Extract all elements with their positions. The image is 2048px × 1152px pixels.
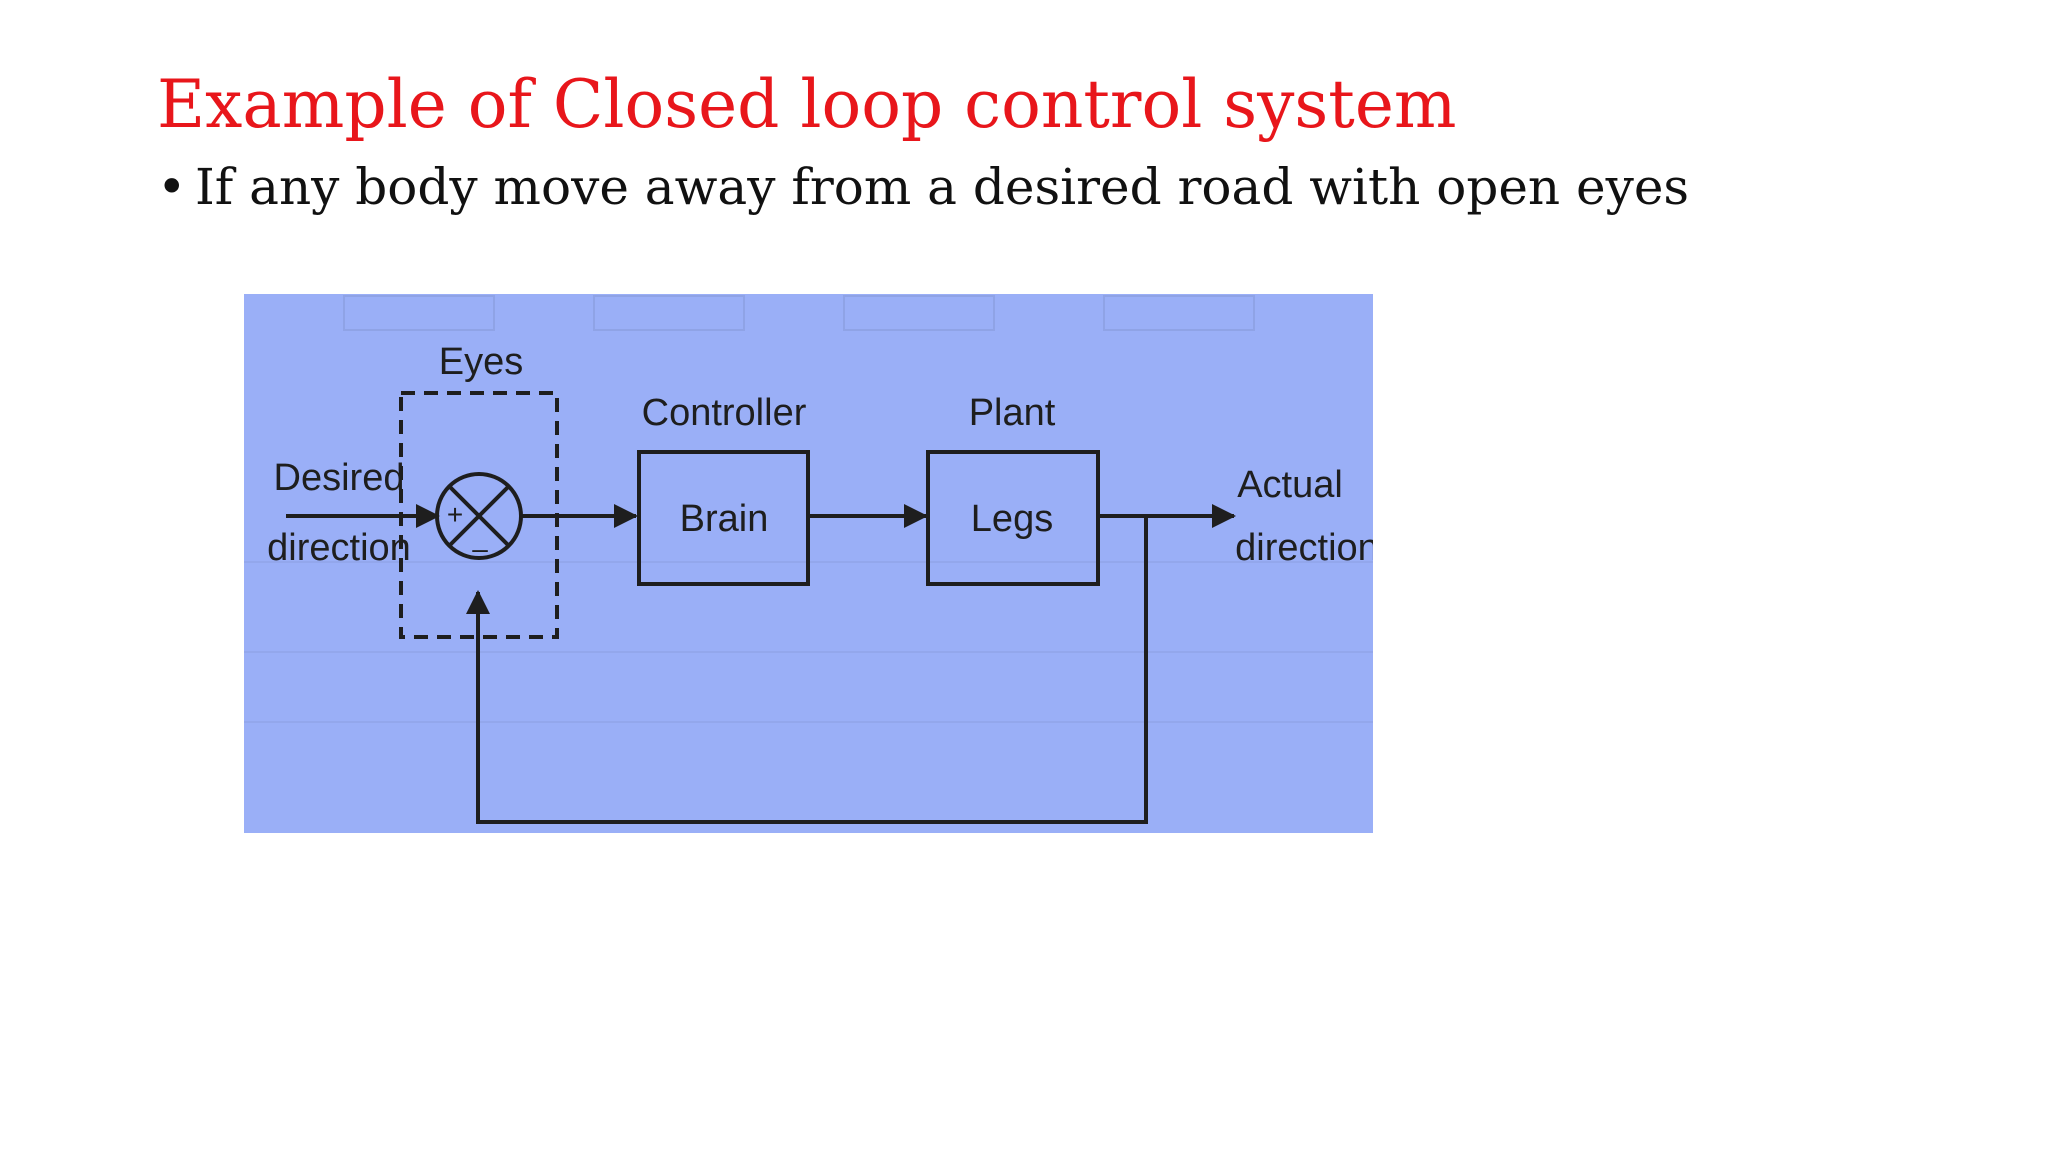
bullet-marker: •: [157, 158, 187, 216]
plant-block-label: Legs: [971, 498, 1053, 540]
bullet-text: If any body move away from a desired roa…: [195, 158, 1690, 216]
bullet-item: •If any body move away from a desired ro…: [157, 150, 1689, 224]
controller-heading: Controller: [642, 392, 807, 434]
feedback-path: [466, 516, 1148, 824]
output-label-direction: direction: [1235, 527, 1373, 569]
plant-heading: Plant: [969, 392, 1056, 434]
output-label-actual: Actual: [1237, 464, 1343, 506]
block-diagram-image: Eyes Desired direction + – Controller Br…: [244, 294, 1373, 833]
plus-sign: +: [447, 499, 463, 530]
slide-title: Example of Closed loop control system: [157, 66, 1457, 143]
minus-sign: –: [472, 533, 488, 564]
controller-block-label: Brain: [680, 498, 769, 540]
input-label-direction: direction: [267, 527, 411, 569]
eyes-label: Eyes: [439, 341, 523, 383]
input-label-desired: Desired: [274, 457, 405, 499]
block-diagram-svg: Eyes Desired direction + – Controller Br…: [244, 294, 1373, 833]
